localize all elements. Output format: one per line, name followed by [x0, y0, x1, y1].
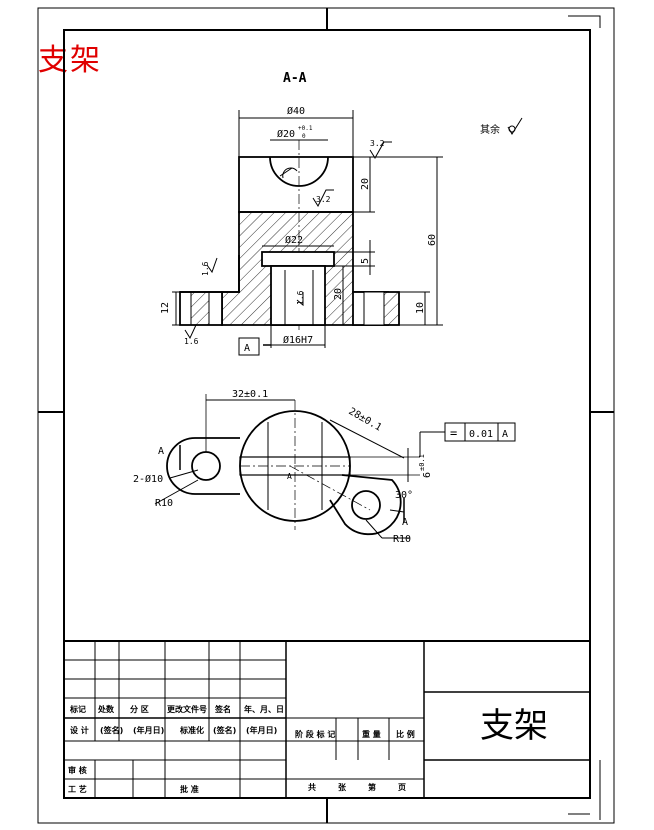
dim-angle: 30° [395, 490, 413, 501]
datum-a-center: A [287, 472, 292, 481]
section-view [172, 110, 523, 348]
dim-h20b: 20 [333, 288, 344, 300]
rough-1.6-c: 1.6 [296, 290, 305, 305]
tb-r1-1: 处数 [97, 704, 115, 714]
dim-h12: 12 [160, 302, 171, 314]
tb-review: 审 核 [68, 765, 87, 775]
tb-r2-2: (年月日) [133, 725, 164, 735]
tb-num: 第 [368, 782, 376, 792]
dim-r10a: R10 [155, 498, 173, 509]
tb-approve: 批 准 [180, 784, 199, 794]
top-view [154, 394, 445, 539]
rough-3.2-a: 3.2 [370, 139, 385, 148]
tb-sheets: 张 [338, 783, 347, 792]
dim-6-tol: ±0.1 [418, 454, 426, 471]
tb-r2-5: (年月日) [246, 725, 277, 735]
tb-r1-2: 分 区 [130, 704, 149, 714]
title-block-part-name: 支架 [480, 706, 548, 746]
tb-r2-3: 标准化 [179, 725, 204, 735]
dim-d16: Ø16H7 [283, 334, 313, 346]
datum-label: A [244, 343, 250, 354]
tb-scale: 比 例 [396, 729, 415, 739]
tb-r1-4: 签名 [214, 704, 231, 714]
tb-total: 共 [308, 782, 316, 792]
tb-r2-1: (签名) [100, 725, 123, 735]
roughness-note: 其余 [480, 123, 500, 136]
title-block-lines [64, 640, 590, 798]
datum-box [238, 337, 260, 356]
dim-6: 6 [422, 472, 433, 478]
dim-h20: 20 [360, 178, 371, 190]
tb-r1-5: 年、月、日 [244, 704, 284, 714]
tb-page: 页 [398, 783, 406, 792]
dim-h10: 10 [415, 302, 426, 314]
dim-d40: Ø40 [287, 105, 305, 117]
dim-h60: 60 [427, 234, 438, 246]
dim-d20-tol: +0.1 [298, 125, 313, 132]
dim-len32: 32±0.1 [232, 389, 268, 400]
drawing-title-red: 支架 [38, 43, 102, 78]
rough-1.6-b: 1.6 [201, 261, 210, 276]
dim-d20-tol-lo: 0 [302, 133, 306, 140]
section-label: A-A [283, 71, 307, 86]
dim-len28: 28±0.1 [347, 406, 384, 434]
tb-weight: 重 量 [362, 729, 381, 739]
tb-process: 工 艺 [68, 784, 87, 794]
tb-r2-0: 设 计 [70, 725, 89, 735]
tb-stage: 阶 段 标 记 [295, 729, 335, 739]
section-arrow-a1: A [158, 446, 164, 457]
tol-symbol: = [450, 426, 457, 440]
tb-r1-3: 更改文件号 [167, 704, 207, 714]
dim-h5: 5 [360, 258, 371, 264]
rough-1.6-a: 1.6 [184, 337, 199, 346]
tol-value: 0.01 [469, 429, 493, 440]
dim-r10b: R10 [393, 534, 411, 545]
dim-d20: Ø20 [277, 128, 295, 140]
tol-datum: A [502, 429, 508, 440]
tb-r1-0: 标记 [69, 704, 86, 714]
inner-border [63, 29, 591, 799]
dim-holes: 2-Ø10 [133, 473, 163, 485]
tb-r2-4: (签名) [213, 725, 236, 735]
tolerance-frame [444, 422, 516, 442]
section-arrow-a2: A [402, 517, 408, 528]
rough-3.2-b: 3.2 [316, 195, 331, 204]
dim-d22: Ø22 [285, 234, 303, 246]
